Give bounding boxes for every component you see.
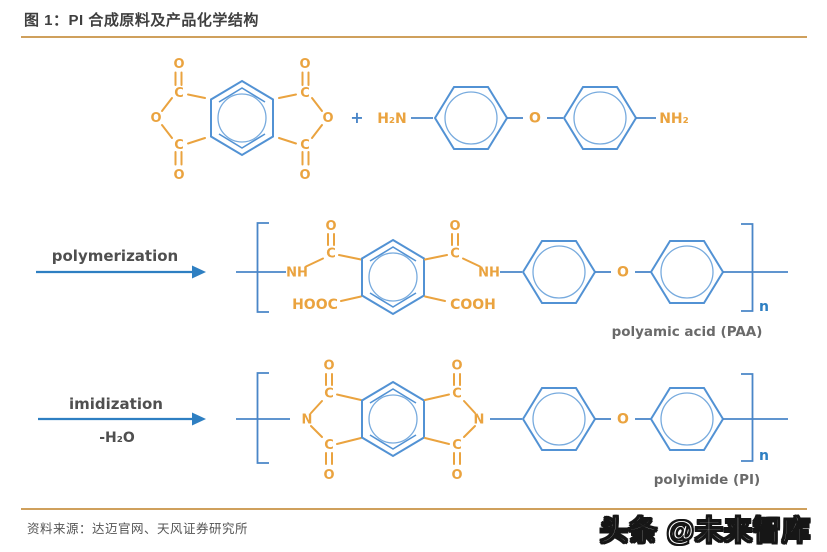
atom-label: O <box>299 57 310 72</box>
atom-label: C <box>452 387 462 402</box>
atom-label: O <box>322 111 333 126</box>
benzene-ring <box>522 240 596 304</box>
amide-label: NH <box>478 266 500 281</box>
amine-label: H₂N <box>377 111 407 127</box>
imide-bonds-left <box>310 373 362 465</box>
acid-label: COOH <box>450 297 496 313</box>
ether-oxygen-label: O <box>617 412 629 428</box>
benzene-ring <box>434 86 508 150</box>
benzene-ring <box>361 239 425 315</box>
product1-caption: polyamic acid (PAA) <box>612 324 763 340</box>
anhydride-bonds-left <box>161 71 206 166</box>
imide-nitrogen-label: N <box>302 413 313 428</box>
atom-label: O <box>451 468 462 483</box>
left-bracket <box>256 372 269 464</box>
atom-label: C <box>450 247 460 262</box>
figure-title: 图 1：PI 合成原料及产品化学结构 <box>24 12 259 29</box>
atom-label: C <box>326 247 336 262</box>
molecule-pi: N C O C O <box>236 359 788 488</box>
atom-label: O <box>449 219 460 234</box>
step1-label: polymerization <box>52 247 178 265</box>
step1-arrow: polymerization <box>36 247 206 279</box>
atom-label: C <box>300 138 310 153</box>
amine-label: NH₂ <box>659 111 689 127</box>
benzene-ring <box>522 387 596 451</box>
top-divider <box>21 36 807 38</box>
benzene-ring <box>563 86 637 150</box>
molecule-oda: H₂N O NH₂ <box>377 86 689 150</box>
ether-oxygen-label: O <box>617 265 629 281</box>
benzene-ring <box>650 387 724 451</box>
repeat-subscript: n <box>759 448 769 464</box>
atom-label: C <box>324 387 334 402</box>
repeat-subscript: n <box>759 299 769 315</box>
atom-label: O <box>173 57 184 72</box>
ether-oxygen-label: O <box>529 111 541 127</box>
left-bracket <box>256 222 269 313</box>
atom-label: O <box>323 359 334 374</box>
amic-acid-bonds-left <box>305 233 362 302</box>
product2-caption: polyimide (PI) <box>654 472 760 488</box>
step2-arrow: imidization -H₂O <box>38 395 206 446</box>
atom-label: C <box>174 138 184 153</box>
plus-sign: + <box>350 108 363 127</box>
source-note: 资料来源：达迈官网、天风证券研究所 <box>27 522 249 536</box>
right-bracket <box>741 223 754 312</box>
benzene-ring <box>650 240 724 304</box>
acid-label: HOOC <box>292 297 338 313</box>
atom-label: O <box>323 468 334 483</box>
atom-label: O <box>451 359 462 374</box>
benzene-ring <box>210 80 274 156</box>
right-bracket <box>741 373 754 462</box>
bottom-divider <box>21 508 807 510</box>
atom-label: C <box>324 438 334 453</box>
atom-label: O <box>299 168 310 183</box>
atom-label: O <box>150 111 161 126</box>
atom-label: C <box>300 86 310 101</box>
imide-nitrogen-label: N <box>474 413 485 428</box>
step2-byproduct: -H₂O <box>99 430 135 446</box>
atom-label: C <box>452 438 462 453</box>
imide-bonds-right <box>424 373 476 465</box>
atom-label: O <box>173 168 184 183</box>
molecule-pmda: C C O O O C C O O O <box>150 57 333 183</box>
atom-label: C <box>174 86 184 101</box>
atom-label: O <box>325 219 336 234</box>
watermark: 头条 @未来智库 <box>599 515 811 547</box>
amide-label: NH <box>286 266 308 281</box>
anhydride-bonds-right <box>278 71 323 166</box>
molecule-paa: NH C O HOOC C O COOH NH <box>236 219 788 340</box>
benzene-ring <box>361 381 425 457</box>
step2-label: imidization <box>69 395 163 413</box>
amic-acid-bonds-right <box>424 233 481 302</box>
